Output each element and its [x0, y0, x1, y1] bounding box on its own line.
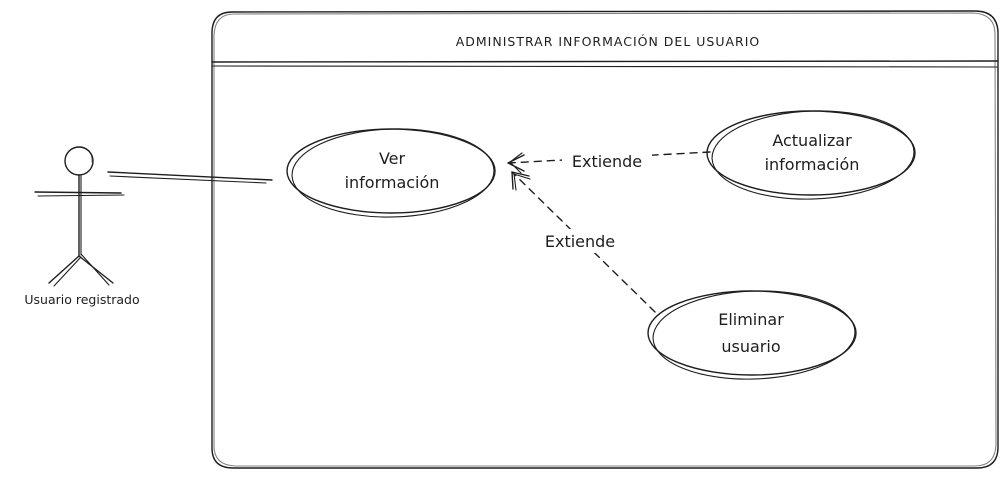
- use-case-ver-line1: Ver: [379, 149, 406, 168]
- system-title: ADMINISTRAR INFORMACIÓN DEL USUARIO: [456, 34, 761, 49]
- use-case-actualizar-line1: Actualizar: [772, 131, 852, 150]
- use-case-eliminar-usuario[interactable]: Eliminar usuario: [647, 288, 857, 383]
- extend-arrow-eliminar: [511, 171, 656, 313]
- system-boundary: [211, 10, 999, 469]
- use-case-actualizar-line2: información: [765, 155, 860, 174]
- extend-label-actualizar: Extiende: [572, 152, 642, 171]
- association-line: [107, 171, 273, 184]
- extend-label-eliminar: Extiende: [545, 232, 615, 251]
- use-case-ver-informacion[interactable]: Ver información: [286, 126, 496, 219]
- use-case-eliminar-line1: Eliminar: [718, 310, 784, 329]
- actor-name: Usuario registrado: [24, 292, 139, 307]
- use-case-actualizar-informacion[interactable]: Actualizar información: [706, 108, 916, 203]
- actor-icon: [34, 146, 125, 287]
- use-case-eliminar-line2: usuario: [721, 337, 780, 356]
- use-case-ver-line2: información: [345, 173, 440, 192]
- extend-arrow-actualizar: [507, 151, 711, 174]
